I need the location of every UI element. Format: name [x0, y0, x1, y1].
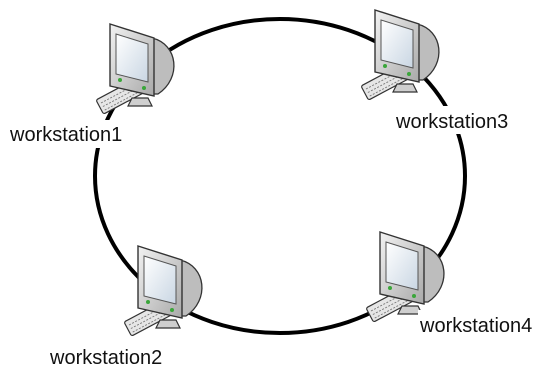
- label-background: [8, 120, 144, 148]
- label-background: [418, 310, 544, 338]
- computer-icon: [365, 231, 445, 323]
- ring-connection: [93, 17, 467, 335]
- workstation2-node: workstation2: [48, 245, 203, 370]
- workstation1-label: workstation1: [9, 124, 122, 146]
- computer-icon: [95, 23, 175, 115]
- label-background: [394, 106, 526, 134]
- computer-icon: [123, 245, 203, 337]
- workstation3-node: workstation3: [360, 9, 526, 134]
- workstation1-node: workstation1: [8, 23, 175, 148]
- workstation3-label: workstation3: [395, 111, 508, 133]
- label-background: [48, 340, 180, 370]
- workstation4-label: workstation4: [419, 315, 532, 337]
- workstation4-node: workstation4: [365, 231, 544, 338]
- workstation2-label: workstation2: [49, 347, 162, 369]
- computer-icon: [360, 9, 440, 101]
